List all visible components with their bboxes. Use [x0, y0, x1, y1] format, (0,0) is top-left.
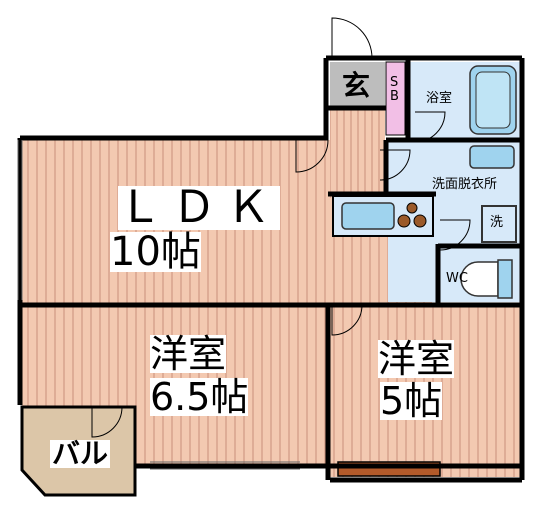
stove-burner: [413, 214, 427, 228]
western-large-name: 洋室: [150, 332, 227, 376]
bath-label: 浴室: [426, 91, 453, 106]
western-small-name: 洋室: [378, 337, 455, 381]
entrance-floor: [330, 62, 385, 108]
stove-burner: [406, 202, 418, 214]
entrance-label: 玄: [342, 69, 371, 102]
washroom-label: 洗面脱衣所: [432, 177, 498, 192]
wc-label: WC: [446, 271, 468, 286]
shoe-box-label: S B: [390, 75, 399, 104]
toilet: [460, 261, 499, 297]
stove-burner: [397, 214, 411, 228]
ldk-size: 10帖: [110, 229, 201, 275]
hall-floor: [330, 108, 385, 198]
shoe-box: [385, 61, 406, 136]
walls: [17, 55, 525, 483]
kitchen-sink: [341, 202, 395, 230]
washer-pan: [481, 205, 517, 243]
washbasin: [469, 145, 515, 169]
ldk-name: ＬＤＫ: [118, 182, 280, 233]
washer-label: 洗: [490, 215, 504, 230]
western-small-size: 5帖: [380, 379, 443, 423]
door-swings: [91, 17, 471, 438]
balcony-label: バル: [50, 437, 111, 470]
western-large-size: 6.5帖: [150, 375, 249, 419]
